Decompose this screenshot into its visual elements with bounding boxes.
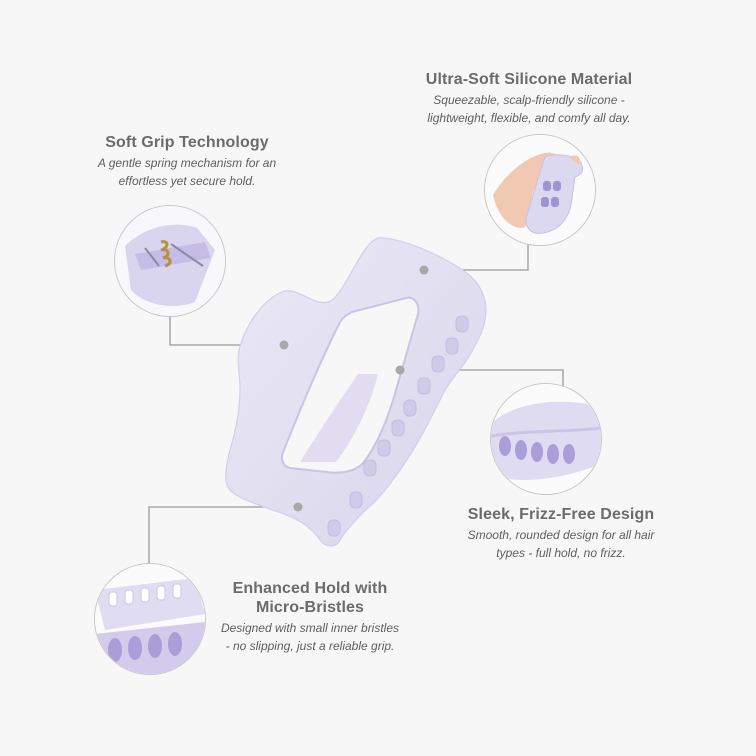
feature-title: Ultra-Soft Silicone Material	[425, 71, 633, 88]
feature-title: Sleek, Frizz-Free Design	[467, 506, 655, 523]
feature-description: A gentle spring mechanism for an effortl…	[97, 156, 277, 188]
feature-silicone-material: Ultra-Soft Silicone Material Squeezable,…	[400, 70, 658, 127]
feature-enhanced-hold: Enhanced Hold with Micro-Bristles Design…	[200, 579, 420, 655]
anchor-dot-hold	[293, 502, 303, 512]
feature-title: Soft Grip Technology	[105, 134, 269, 151]
micro-bristles-photo	[94, 563, 206, 675]
leader-hold	[148, 506, 298, 565]
spring-mechanism-photo	[114, 205, 226, 317]
feature-soft-grip: Soft Grip Technology A gentle spring mec…	[74, 133, 300, 190]
feature-description: Smooth, rounded design for all hair type…	[467, 528, 655, 560]
feature-description: Designed with small inner bristles - no …	[220, 621, 400, 653]
clip-teeth	[327, 315, 469, 537]
silicone-detail-photo	[484, 134, 596, 246]
anchor-dot-silicone	[419, 265, 429, 275]
anchor-dot-sleek	[395, 365, 405, 375]
clip-inner-shade	[300, 374, 378, 462]
feature-description: Squeezable, scalp-friendly silicone - li…	[427, 93, 631, 125]
anchor-dot-grip	[279, 340, 289, 350]
feature-title: Enhanced Hold with Micro-Bristles	[232, 580, 388, 616]
clip-window	[281, 296, 420, 474]
sleek-design-photo	[490, 383, 602, 495]
feature-sleek-design: Sleek, Frizz-Free Design Smooth, rounded…	[448, 505, 674, 562]
